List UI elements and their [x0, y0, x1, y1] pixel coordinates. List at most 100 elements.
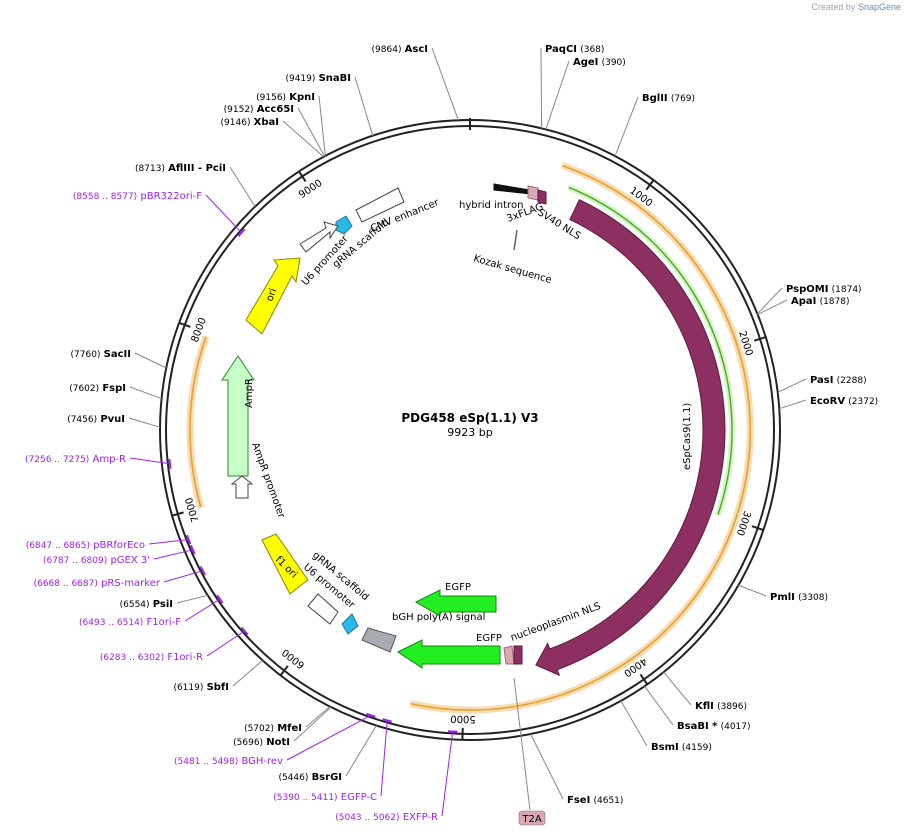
restriction-site-label: PasI (2288) — [810, 375, 867, 386]
primer-mark — [189, 545, 196, 555]
scale-tick — [753, 336, 767, 342]
restriction-site-label: ApaI (1878) — [791, 296, 850, 307]
site-leader — [354, 76, 374, 136]
primer-leader — [163, 570, 203, 583]
label-espcas9: eSpCas9(1.1) — [682, 403, 693, 470]
scale-tick — [279, 665, 289, 676]
site-leader — [663, 671, 692, 706]
ampr-promoter-feature — [230, 475, 254, 499]
credit-prefix: Created by — [811, 2, 856, 12]
site-leader — [318, 95, 326, 156]
f1-ori-feature — [261, 533, 309, 595]
label-egfp-2: EGFP — [476, 633, 502, 644]
scale-tick-label: 5000 — [450, 713, 476, 725]
restriction-site-label: (9419) SnaBI — [285, 73, 351, 84]
grna-scaffold-feature-1 — [335, 215, 353, 235]
restriction-site-label: AgeI (390) — [573, 57, 626, 68]
primer-leader — [153, 549, 193, 560]
t2a-box — [518, 810, 546, 826]
label-ampr-promoter: AmpR promoter — [249, 441, 287, 520]
primer-mark — [366, 712, 376, 718]
site-leader — [176, 594, 208, 604]
site-leader — [297, 107, 326, 157]
restriction-site-label: EcoRV (2372) — [810, 396, 878, 407]
ampr-feature — [221, 355, 255, 477]
site-leader — [229, 166, 256, 207]
primer-mark — [216, 594, 224, 604]
primer-label: (6847 .. 6865) pBRforEco — [26, 540, 145, 551]
sv40-nls-feature — [537, 189, 547, 205]
credit: Created by SnapGene — [811, 2, 901, 12]
plasmid-length: 9923 bp — [447, 426, 492, 439]
site-leader — [644, 685, 674, 726]
site-leader — [620, 700, 648, 747]
primer-leader — [205, 194, 242, 233]
primer-leader — [206, 630, 245, 657]
restriction-site-label: PspOMI (1874) — [786, 284, 862, 295]
primer-mark — [447, 730, 458, 733]
outer-orange-line — [410, 164, 752, 711]
primer-mark — [185, 534, 192, 545]
primer-label: (8558 .. 8577) pBR322ori-F — [73, 191, 202, 202]
label-hybrid-intron: hybrid intron — [459, 200, 523, 211]
primer-label: (7256 .. 7275) Amp-R — [25, 454, 126, 465]
site-leader — [431, 47, 459, 121]
t2a-leader — [513, 677, 531, 811]
primer-label: (6493 .. 6514) F1ori-F — [79, 617, 181, 628]
restriction-site-label: (6554) PsiI — [120, 599, 173, 610]
restriction-site-label: PmlI (3308) — [770, 592, 828, 603]
t2a-label: T2A — [521, 814, 541, 825]
bgh-polya-feature — [361, 627, 397, 653]
site-leader — [134, 352, 167, 369]
kozak-leader — [513, 229, 518, 251]
left-orange-line — [189, 336, 207, 508]
scale-tick — [645, 179, 655, 191]
u6-promoter-feature-2 — [307, 593, 339, 625]
label-ori: ori — [264, 287, 279, 303]
primer-label: (5390 .. 5411) EGFP-C — [273, 792, 377, 803]
primer-label: (6668 .. 6687) pRS-marker — [34, 578, 161, 589]
site-leader — [757, 299, 788, 315]
scale-tick — [639, 673, 649, 685]
scale-tick — [298, 170, 307, 183]
primer-leader — [286, 714, 372, 761]
cmv-enhancer-feature — [355, 187, 405, 223]
scale-tick — [178, 321, 191, 328]
label-egfp-1: EGFP — [445, 582, 471, 593]
site-leader — [345, 725, 377, 777]
primer-label: (6283 .. 6302) F1ori-R — [100, 652, 203, 663]
primer-mark — [168, 458, 172, 469]
restriction-site-label: BsmI (4159) — [651, 742, 712, 753]
restriction-site-label: (9146) XbaI — [221, 117, 279, 128]
primer-leader — [148, 539, 189, 545]
primer-mark — [240, 626, 249, 636]
scale-tick — [751, 525, 764, 532]
primer-leader — [129, 457, 170, 465]
restriction-site-label: (9152) Acc65I — [224, 104, 294, 115]
scale-tick — [171, 511, 184, 517]
grna-scaffold-feature-2 — [341, 613, 359, 635]
site-leader — [305, 706, 331, 728]
restriction-site-label: BglII (769) — [642, 93, 695, 104]
primer-mark — [237, 228, 246, 237]
restriction-site-label: (9864) AscI — [372, 44, 428, 55]
site-leader — [293, 706, 332, 742]
site-leader — [777, 378, 807, 393]
restriction-site-label: (8713) AflIII - PciI — [135, 163, 226, 174]
primer-leader — [441, 731, 454, 817]
site-leader — [545, 60, 570, 130]
label-ampr: AmpR — [244, 378, 255, 408]
restriction-site-label: PaqCI (368) — [545, 44, 604, 55]
nucleoplasmin-nls-feature — [513, 645, 523, 665]
primer-leader — [184, 598, 221, 622]
u6-promoter-feature-1 — [299, 221, 339, 253]
scale-tick-label: 6000 — [280, 646, 307, 670]
restriction-site-label: (7760) SacII — [71, 349, 131, 360]
primer-label: (6787 .. 6809) pGEX 3' — [43, 555, 150, 566]
restriction-site-label: (5702) MfeI — [244, 723, 302, 734]
primer-mark — [382, 718, 393, 723]
restriction-site-label: (7602) FspI — [69, 383, 126, 394]
restriction-site-label: (9156) KpnI — [256, 92, 315, 103]
3xflag-feature — [527, 185, 539, 201]
cas9-feature — [535, 198, 726, 677]
